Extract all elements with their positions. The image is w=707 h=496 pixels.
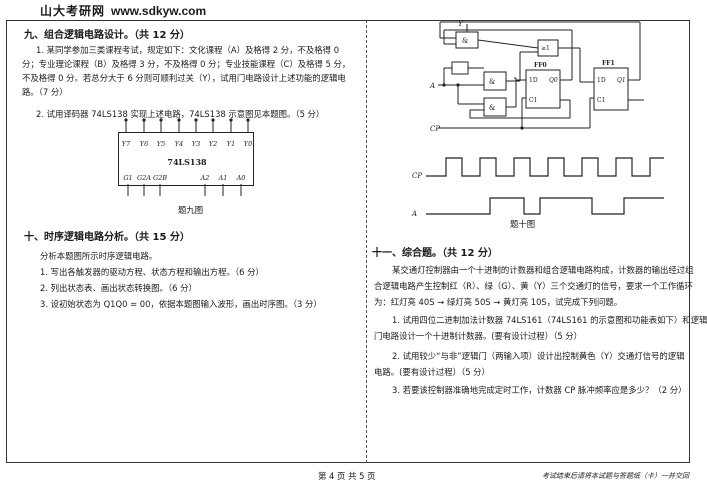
q9-caption: 题九图: [178, 205, 204, 215]
pin-a1: A1: [218, 174, 228, 182]
q11-intro-line2: 合逻辑电路产生控制红（R）、绿（G）、黄（Y）三个交通灯的信号，要求一个工作循环: [374, 281, 693, 291]
q10-line1: 分析本题图所示时序逻辑电路。: [40, 251, 158, 261]
and-gate-2-label: &: [489, 104, 495, 112]
q9-p1-line3: 不及格得 0 分。若总分大于 6 分则可顺利过关（Y），试用门电路设计上述功能的…: [22, 73, 346, 83]
pin-g2b: G2B: [153, 174, 167, 182]
q10-circuit-diagram: Y A CP FF0 FF1 1D C1 Q0 1D C1 Q1 ≥1 & & …: [429, 20, 644, 133]
q9-title: 九、组合逻辑电路设计。（共 12 分）: [24, 30, 190, 41]
pin-g1: G1: [123, 174, 132, 182]
pin-y3: Y3: [192, 140, 200, 148]
q11-intro-line3: 为：红灯亮 40S → 绿灯亮 50S → 黄灯亮 10S，试完成下列问题。: [374, 297, 623, 307]
pin-a2: A2: [200, 174, 210, 182]
q11-title: 十一、综合题。（共 12 分）: [372, 248, 498, 259]
q11-q1-line2: 门电路设计一个十进制计数器。(要有设计过程）（5 分）: [374, 331, 583, 341]
q11-intro-line1: 某交通灯控制器由一个十进制的计数器和组合逻辑电路构成，计数器的输出经过组: [392, 265, 694, 275]
footer-note: 考试结束后请将本试题与答题纸（卡）一并交回: [542, 472, 689, 480]
label-a: A: [429, 82, 435, 90]
chip-name: 74LS138: [167, 157, 207, 167]
and-gate-1-label: &: [489, 78, 495, 86]
label-cp: CP: [430, 125, 440, 133]
q11-q2-line1: 2. 试用较少“与非”逻辑门（两输入项）设计出控制黄色（Y）交通灯信号的逻辑: [392, 351, 685, 361]
ff0-c-label: C1: [529, 97, 537, 104]
column-divider: [366, 20, 367, 463]
wave-label-cp: CP: [412, 172, 422, 180]
q10-line3: 2. 列出状态表、画出状态转换图。（6 分）: [40, 283, 197, 293]
q10-line2: 1. 写出各触发器的驱动方程、状态方程和输出方程。（6 分）: [40, 267, 264, 277]
ff1-q-label: Q1: [617, 77, 626, 84]
ff1-c-label: C1: [597, 97, 605, 104]
site-url: www.sdkyw.com: [111, 4, 207, 18]
pin-y5: Y5: [157, 140, 165, 148]
site-brand: 山大考研网: [40, 4, 106, 18]
q10-caption: 题十图: [510, 219, 536, 229]
pin-y6: Y6: [140, 140, 148, 148]
q11-q3: 3. 若要该控制器准确地完成定时工作，计数器 CP 脉冲频率应是多少？（2 分）: [392, 385, 687, 395]
q10-waveforms: CP A: [411, 157, 664, 218]
q11-q1-line1: 1. 试用四位二进制加法计数器 74LS161（74LS161 的示意图和功能表…: [392, 315, 707, 325]
y-gate-label: &: [462, 37, 468, 45]
pin-y0: Y0: [244, 140, 252, 148]
q10-title: 十、时序逻辑电路分析。（共 15 分）: [24, 232, 190, 243]
q9-p1-line4: 路。（7 分）: [22, 87, 68, 97]
pin-y7: Y7: [122, 140, 131, 148]
page-number: 第 4 页 共 5 页: [318, 471, 376, 481]
q10-line4: 3. 设初始状态为 Q1Q0 = 00，依据本题图输入波形，画出时序图。（3 分…: [40, 299, 322, 309]
pin-y4: Y4: [175, 140, 183, 148]
ff0-d-label: 1D: [529, 77, 538, 84]
chip-pins: Y7 Y6 Y5 Y4 Y3 Y2 Y1 Y0 74LS138 G1 G2A G…: [122, 118, 252, 196]
pin-y2: Y2: [209, 140, 217, 148]
ff1-d-label: 1D: [597, 77, 606, 84]
a-waveform: [426, 197, 664, 215]
ff0-q-label: Q0: [549, 77, 558, 84]
wave-label-a: A: [411, 210, 417, 218]
pin-g2a: G2A: [137, 174, 151, 182]
label-y: Y: [458, 20, 464, 28]
site-header: 山大考研网 www.sdkyw.com: [40, 2, 206, 19]
label-ff0: FF0: [534, 62, 547, 69]
chip-74ls138: [118, 132, 254, 186]
pin-a0: A0: [236, 174, 246, 182]
pin-y1: Y1: [227, 140, 235, 148]
q9-p2: 2. 试用译码器 74LS138 实现上述电路，74LS138 示意图见本题图。…: [36, 109, 325, 119]
q9-p1-line2: 分；专业理论课程（B）及格得 3 分，不及格得 0 分；专业技能课程（C）及格得…: [22, 59, 351, 69]
q11-q2-line2: 电路。(要有设计过程）（5 分）: [374, 367, 490, 377]
or-gate-label: ≥1: [541, 45, 550, 52]
cp-waveform: [426, 157, 664, 177]
exam-page-frame: [6, 20, 690, 463]
label-ff1: FF1: [602, 60, 615, 67]
q9-p1-line1: 1. 某同学参加三类课程考试，规定如下：文化课程（A）及格得 2 分，不及格得 …: [36, 45, 340, 55]
